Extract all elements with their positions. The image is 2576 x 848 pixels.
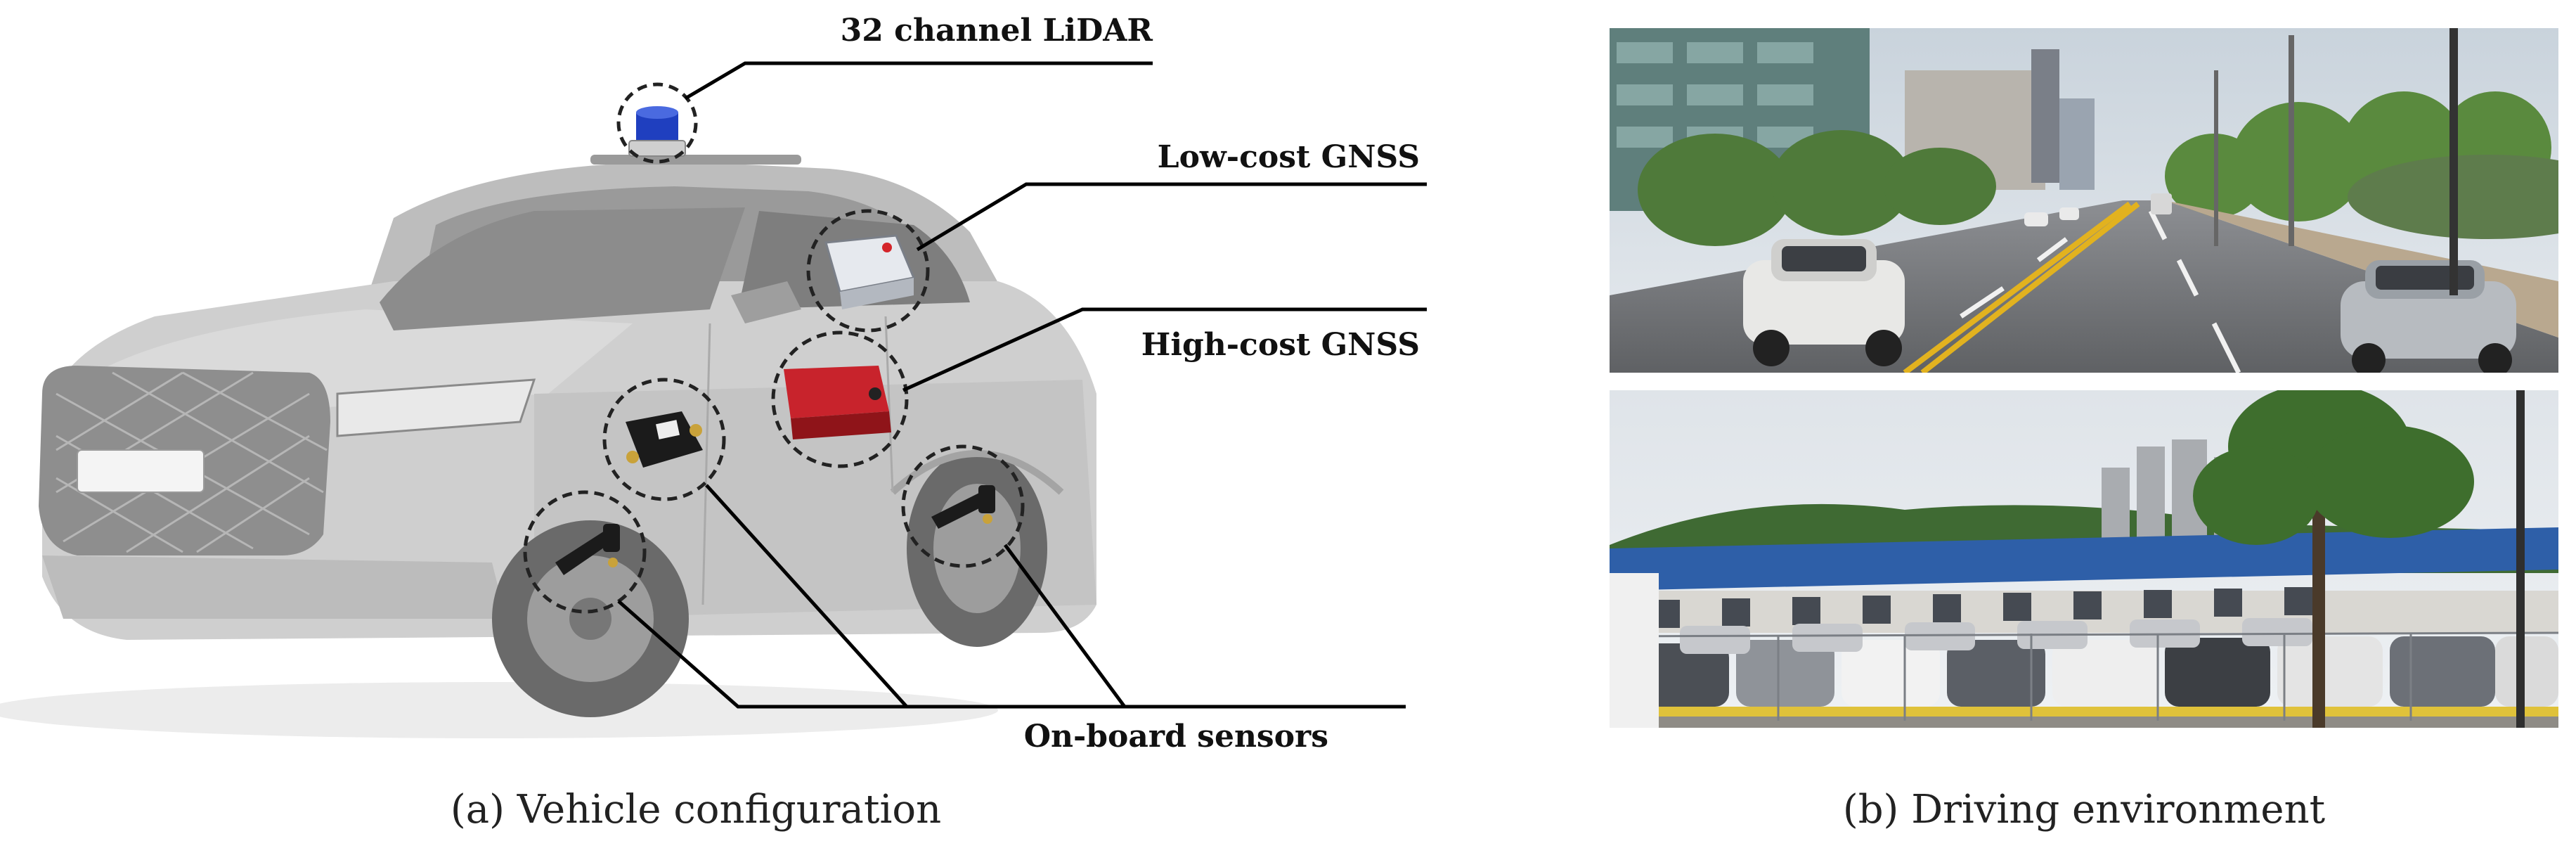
high-cost-gnss-label: High-cost GNSS [1141, 327, 1420, 363]
lidar-label: 32 channel LiDAR [841, 13, 1153, 49]
front-wheel-speed-sensor-icon [555, 524, 620, 575]
high-cost-gnss-highlight-ring [771, 330, 909, 468]
lidar-highlight-ring [616, 82, 698, 164]
caption-a: (a) Vehicle configuration [451, 787, 941, 833]
caption-b: (b) Driving environment [1843, 787, 2326, 833]
imu-sensor-icon [626, 411, 703, 468]
low-cost-gnss-icon [824, 234, 916, 309]
parking-lot-photo [1610, 390, 2558, 728]
urban-road-photo [1610, 28, 2558, 373]
low-cost-gnss-highlight-ring [806, 209, 930, 333]
rear-wheel-speed-sensor-icon [931, 485, 995, 529]
leader-lines [617, 61, 1427, 709]
imu-highlight-ring [602, 378, 726, 501]
low-cost-gnss-label: Low-cost GNSS [1158, 139, 1420, 175]
front-wheel-speed-highlight-ring [523, 490, 647, 614]
high-cost-gnss-icon [784, 366, 891, 439]
lidar-sensor-icon [628, 106, 686, 157]
vehicle-illustration [0, 155, 1096, 738]
rear-wheel-speed-highlight-ring [901, 444, 1025, 568]
on-board-sensors-label: On-board sensors [1024, 719, 1328, 754]
